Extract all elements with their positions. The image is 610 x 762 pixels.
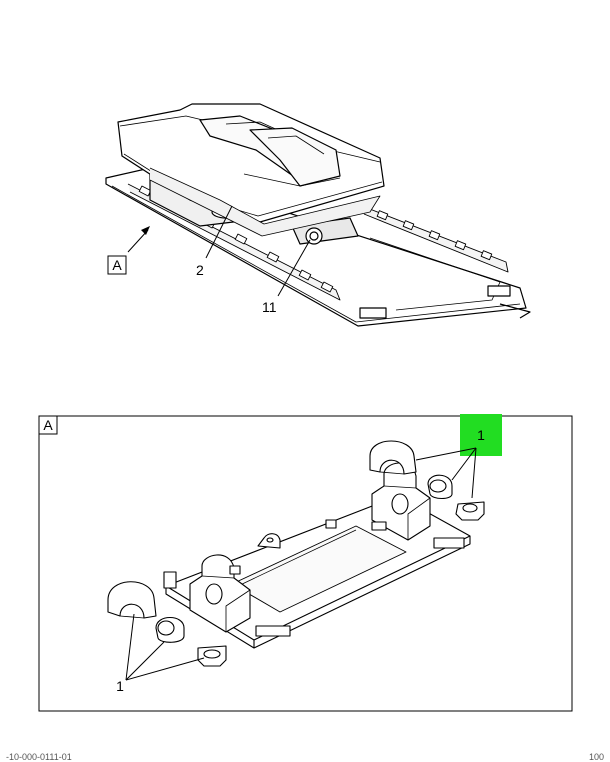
callout-11-leader — [277, 239, 311, 297]
plate-foot — [487, 285, 511, 297]
callout-2[interactable]: 2 — [196, 262, 204, 278]
callout-2-leader — [205, 205, 233, 259]
fifth-wheel-assembly — [105, 103, 531, 327]
callout-11[interactable]: 11 — [262, 299, 277, 315]
callout-1-bottom-leaders — [125, 613, 205, 681]
detail-frame-label: A — [43, 417, 53, 433]
footer-doc-id: -10-000-0111-01 — [6, 752, 72, 762]
large-half-bushing — [369, 440, 417, 475]
callout-1-top[interactable]: 1 — [477, 427, 485, 443]
view-a-reference[interactable]: A — [107, 255, 127, 275]
right-bracket-rail — [361, 205, 509, 273]
detail-frame-label-box — [38, 415, 58, 435]
large-half-bushing — [107, 581, 157, 619]
bracket-base-plate — [163, 462, 471, 649]
top-bushing-set — [369, 440, 485, 521]
view-a-arrow — [127, 226, 150, 253]
plate-foot — [359, 307, 387, 319]
footer-page-number: 100 — [588, 752, 604, 762]
callout-1-bottom[interactable]: 1 — [116, 678, 124, 694]
callout-1-top-leaders — [415, 447, 477, 499]
callout-1-highlight — [460, 414, 502, 456]
view-a-reference-letter: A — [112, 257, 122, 273]
